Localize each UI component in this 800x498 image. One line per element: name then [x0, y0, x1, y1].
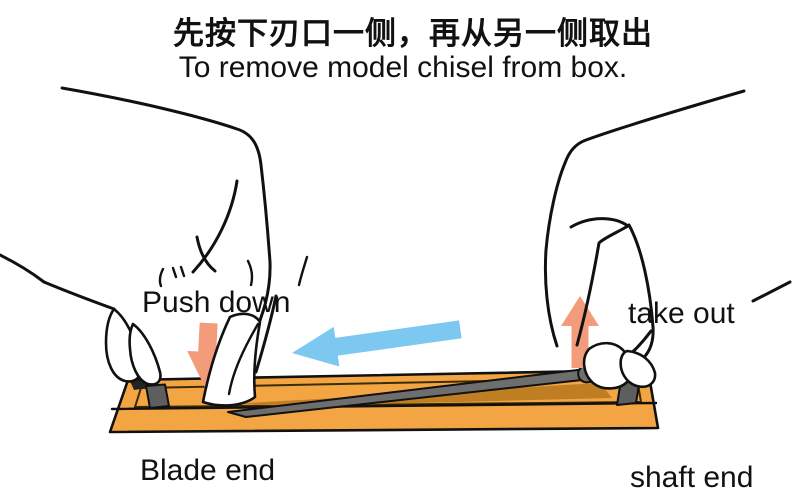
take-out-leader-line — [751, 280, 792, 303]
blade-end-label: Blade end — [140, 454, 275, 487]
right-hand — [543, 89, 746, 390]
left-hand-finger-crease — [195, 235, 217, 273]
take-out-label: take out — [628, 297, 735, 330]
box-front-ledge-line — [110, 401, 658, 411]
left-index-fingertip-crease — [227, 322, 260, 396]
left-wrist-line — [0, 253, 46, 284]
title-chinese: 先按下刃口一侧，再从另一侧取出 — [173, 16, 653, 51]
push-down-arrow-icon — [187, 322, 228, 388]
push-down-label: Push down — [142, 286, 290, 319]
left-hand-knuckle-mark-4 — [297, 255, 309, 287]
left-hand-folded-finger — [191, 179, 239, 274]
left-index-finger-side — [254, 294, 278, 374]
title-english: To remove model chisel from box. — [179, 51, 628, 84]
right-hand-back-outline — [543, 89, 746, 348]
shaft-end-label: shaft end — [630, 461, 753, 494]
left-thumb-top-line — [42, 280, 116, 311]
left-hand — [0, 86, 309, 407]
right-thumb-outer — [627, 223, 655, 363]
left-hand-knuckle-mark-1 — [158, 267, 165, 288]
slide-left-arrow-icon — [292, 320, 462, 367]
right-thumb-tip — [619, 349, 657, 389]
right-folded-finger-top — [569, 217, 630, 229]
left-hand-knuckle-mark-3 — [246, 259, 254, 287]
left-hand-knuckle-mark-2 — [171, 265, 186, 279]
left-index-fingertip — [201, 312, 262, 407]
left-second-fingertip — [128, 322, 162, 386]
box-left-pocket — [145, 383, 170, 409]
right-folded-finger-inner — [575, 224, 630, 347]
